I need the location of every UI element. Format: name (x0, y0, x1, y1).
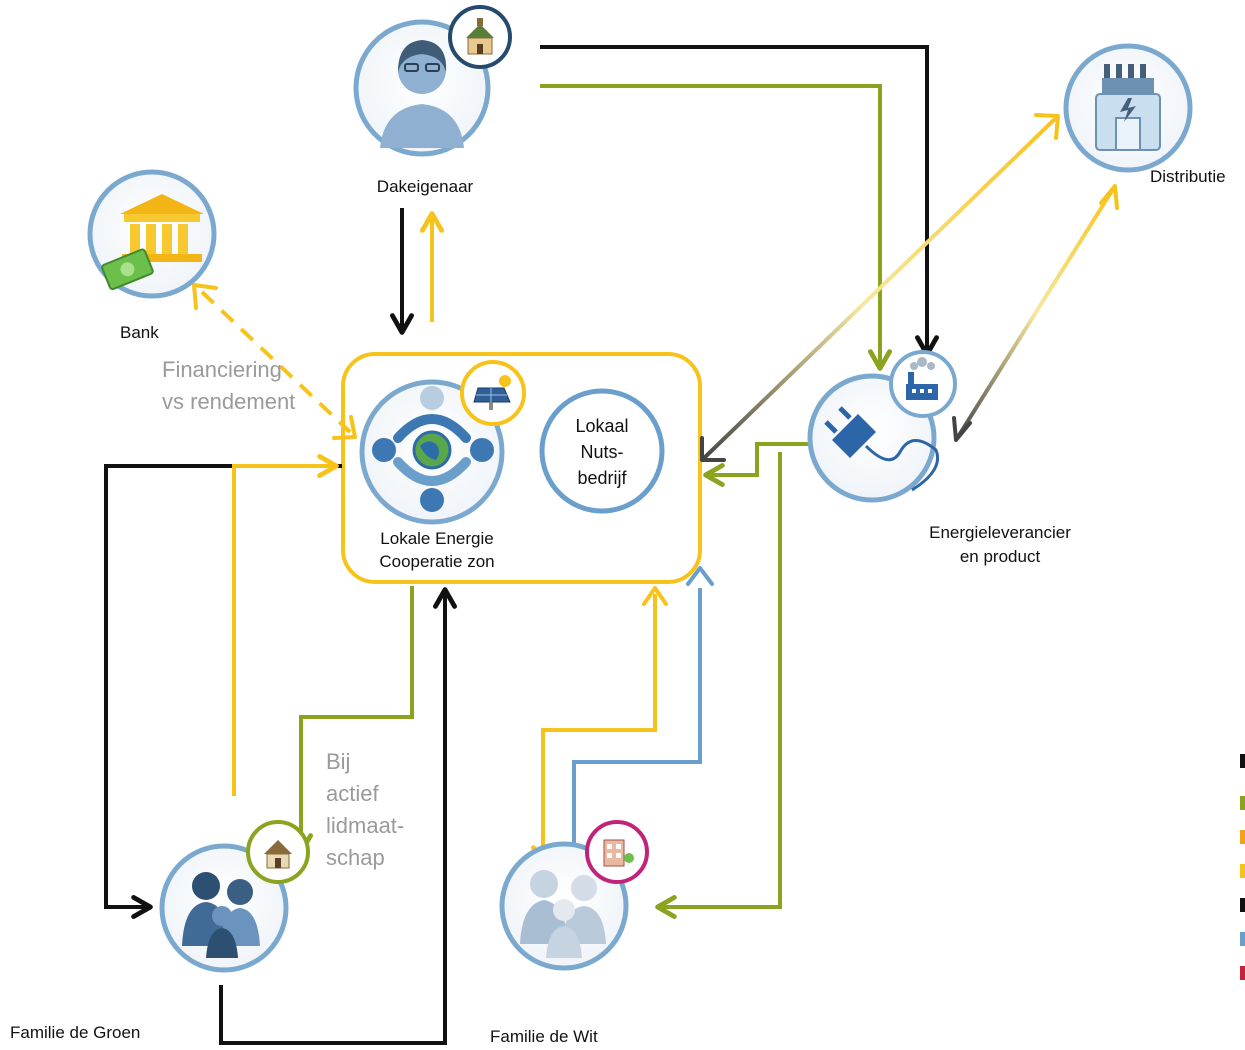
flow-dak-to-supplier-black (540, 45, 939, 357)
arrowhead-distributie-b (1099, 184, 1119, 210)
energieleverancier-node (807, 350, 957, 503)
legend-swatch-header (1240, 754, 1245, 768)
distributie-node (1063, 43, 1193, 173)
cooperatie-label-line2: Cooperatie zon (379, 552, 495, 571)
flow-wit-coop-blue (572, 588, 702, 905)
cooperative-frame (341, 352, 702, 584)
person-icon (380, 40, 464, 148)
familie-groen-label: Familie de Groen (10, 1023, 141, 1042)
energieleverancier-label-line2: en product (959, 547, 1041, 566)
flow-supplier-to-wit-green (655, 452, 782, 919)
lidmaatschap-annotation-line3: lidmaat- (326, 813, 405, 838)
factory-icon (906, 357, 938, 400)
legend-swatch-orange (1240, 830, 1245, 844)
flow-bank-coop-dashed (200, 290, 352, 434)
lidmaatschap-annotation-line2: actief (326, 781, 379, 806)
flow-coop-to-groen-black (104, 464, 342, 919)
cooperatie-node (359, 360, 526, 525)
community-icon (372, 386, 494, 512)
legend-swatch-yellow (1240, 864, 1245, 878)
familie-wit-label: Familie de Wit (490, 1027, 598, 1046)
lidmaatschap-annotation-line1: Bij (326, 749, 351, 774)
bank-node (87, 169, 217, 299)
arrowhead-coop-wit-yellow (642, 586, 668, 606)
lidmaatschap-annotation-line4: schap (326, 845, 385, 870)
financiering-annotation-line1: Financiering (162, 357, 282, 382)
bank-label: Bank (120, 323, 159, 342)
financiering-annotation-line2: vs rendement (162, 389, 296, 414)
school-icon (466, 18, 494, 55)
flow-supplier-distributie (954, 184, 1117, 442)
dakeigenaar-label: Dakeigenaar (376, 177, 474, 196)
nutsbedrijf-node (539, 388, 665, 514)
legend-swatch-green (1240, 796, 1245, 810)
nutsbedrijf-label-line3: bedrijf (577, 468, 627, 488)
money-icon (101, 248, 154, 291)
cooperatie-label-line1: Lokale Energie (380, 529, 494, 548)
flow-supplier-to-coop-green (703, 442, 808, 487)
arrowhead-supplier-b (952, 416, 972, 442)
family-icon (182, 872, 260, 958)
flow-dak-to-supplier-green (540, 84, 892, 371)
arrowhead-coop-bank (332, 415, 357, 440)
flow-coop-to-groen-green (289, 586, 414, 855)
familie-groen-node (159, 820, 310, 973)
plug-icon (824, 406, 939, 492)
arrowhead-bank (192, 283, 218, 310)
legend-swatch-black (1240, 898, 1245, 912)
bank-icon (120, 194, 204, 262)
legend-swatch-red (1240, 966, 1245, 980)
arrowhead-coop-a (700, 436, 726, 462)
flow-coop-distributie (700, 114, 1060, 462)
dakeigenaar-node (353, 5, 512, 157)
flow-groen-to-coop-yellow (232, 454, 339, 796)
house-icon (264, 840, 292, 869)
transformer-icon (1095, 64, 1161, 151)
arrowhead-distributie-a (1034, 113, 1060, 140)
flow-groen-to-coop-black (219, 587, 457, 1045)
energieleverancier-label-line1: Energieleverancier (929, 523, 1071, 542)
nutsbedrijf-label-line2: Nuts- (580, 442, 624, 462)
distributie-label: Distributie (1150, 167, 1226, 186)
arrowhead-coop-blue (686, 566, 714, 586)
familie-wit-node (499, 820, 649, 971)
apartment-icon (603, 839, 634, 867)
elderly-family-icon (520, 870, 606, 958)
nutsbedrijf-label-line1: Lokaal (575, 416, 629, 436)
flow-wit-coop-yellow (531, 594, 657, 867)
legend-swatch-blue (1240, 932, 1245, 946)
solar-panel-icon (473, 375, 511, 410)
